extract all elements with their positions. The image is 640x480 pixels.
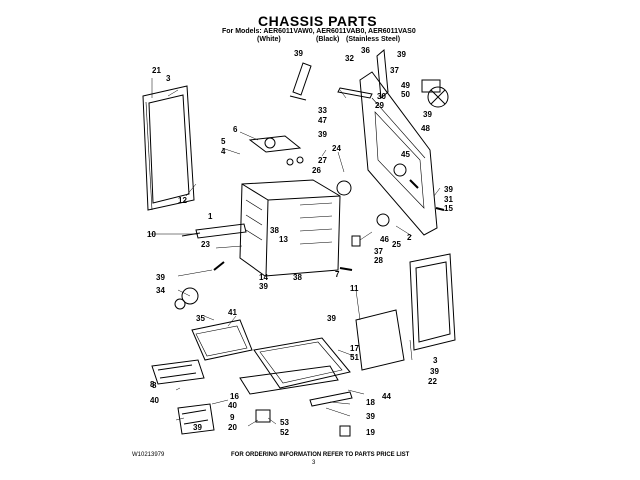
callout-label: 3 — [433, 356, 438, 365]
callout-label: 23 — [201, 240, 210, 249]
callout-label: 3 — [166, 74, 171, 83]
callout-label: 51 — [350, 353, 359, 362]
callout-label: 39 — [366, 412, 375, 421]
callout-label: 39 — [397, 50, 406, 59]
callout-label: 1 — [208, 212, 213, 221]
variant-white: (White) — [257, 36, 281, 43]
callout-label: 52 — [280, 428, 289, 437]
callout-label: 25 — [392, 240, 401, 249]
callout-label: 30 — [377, 92, 386, 101]
variant-black: (Black) — [316, 36, 340, 43]
callout-label: 21 — [152, 66, 161, 75]
callout-label: 32 — [345, 54, 354, 63]
callout-label: 37 — [390, 66, 399, 75]
callout-label: 45 — [401, 150, 410, 159]
callout-label: 11 — [350, 284, 359, 293]
convection-fan-assembly — [421, 79, 449, 108]
callout-label: 44 — [382, 392, 391, 401]
bottom-panel — [253, 337, 351, 389]
callout-label: 46 — [380, 235, 389, 244]
callout-label: 8 — [150, 380, 155, 389]
callout-label: 22 — [428, 377, 437, 386]
oven-cavity — [239, 179, 341, 277]
callout-label: 20 — [228, 423, 237, 432]
callout-label: 39 — [444, 185, 453, 194]
callout-label: 39 — [327, 314, 336, 323]
callout-label: 15 — [444, 204, 453, 213]
kick-panel — [355, 309, 405, 371]
callout-label: 39 — [318, 130, 327, 139]
vent-bracket — [337, 48, 389, 100]
callout-label: 39 — [423, 110, 432, 119]
callout-label: 49 — [401, 81, 410, 90]
callout-label: 38 — [270, 226, 279, 235]
drawer-bottom — [239, 365, 339, 395]
callout-label: 41 — [228, 308, 237, 317]
broil-element — [177, 403, 215, 435]
callout-label: 35 — [196, 314, 205, 323]
page-number: 3 — [312, 460, 316, 466]
callout-label: 39 — [156, 273, 165, 282]
drawer-liner — [191, 319, 253, 361]
callout-label: 17 — [350, 344, 359, 353]
callout-label: 6 — [233, 125, 238, 134]
callout-label: 27 — [318, 156, 327, 165]
callout-label: 37 — [374, 247, 383, 256]
callout-label: 39 — [430, 367, 439, 376]
callout-label: 40 — [228, 401, 237, 410]
callout-label: 39 — [193, 423, 202, 432]
callout-label: 29 — [375, 101, 384, 110]
callout-label: 9 — [230, 413, 235, 422]
variant-stainless: (Stainless Steel) — [346, 36, 401, 43]
callout-label: 36 — [361, 46, 370, 55]
left-side-panel — [142, 85, 195, 211]
callout-label: 16 — [230, 392, 239, 401]
callout-label: 13 — [279, 235, 288, 244]
callout-label: 48 — [421, 124, 430, 133]
parts-header: CHASSIS PARTS For Models: AER6011VAW0, A… — [0, 0, 640, 48]
callout-label: 40 — [150, 396, 159, 405]
ordering-note: FOR ORDERING INFORMATION REFER TO PARTS … — [231, 452, 410, 458]
callout-label: 39 — [294, 49, 303, 58]
callout-label: 28 — [374, 256, 383, 265]
callout-label: 19 — [366, 428, 375, 437]
callout-label: 7 — [335, 270, 340, 279]
bake-element — [151, 359, 205, 385]
callout-label: 5 — [221, 137, 226, 146]
callout-label: 12 — [178, 196, 187, 205]
front-frame-strip — [181, 223, 247, 239]
drawer-rail — [309, 391, 353, 407]
callout-label: 24 — [332, 144, 341, 153]
callout-label: 47 — [318, 116, 327, 125]
callout-label: 33 — [318, 106, 327, 115]
callout-label: 31 — [444, 195, 453, 204]
callout-label: 26 — [312, 166, 321, 175]
right-side-panel — [409, 253, 456, 351]
small-hardware — [174, 156, 445, 437]
back-panel — [359, 71, 438, 236]
callout-label: 8 — [152, 381, 157, 390]
callout-label: 50 — [401, 90, 410, 99]
surface-burner-box — [248, 135, 302, 153]
callout-label: 34 — [156, 286, 165, 295]
callout-label: 4 — [221, 147, 226, 156]
callout-label: 10 — [147, 230, 156, 239]
callout-label: 38 — [293, 273, 302, 282]
leader-lines — [150, 78, 441, 427]
document-number: W10213979 — [132, 452, 165, 458]
models-line: For Models: AER6011VAW0, AER6011VAB0, AE… — [222, 28, 416, 35]
callout-label: 18 — [366, 398, 375, 407]
callout-label: 39 — [259, 282, 268, 291]
top-bracket — [289, 62, 312, 101]
callout-label: 2 — [407, 233, 412, 242]
callout-label: 53 — [280, 418, 289, 427]
callout-label: 14 — [259, 273, 268, 282]
page-title: CHASSIS PARTS — [258, 13, 378, 29]
